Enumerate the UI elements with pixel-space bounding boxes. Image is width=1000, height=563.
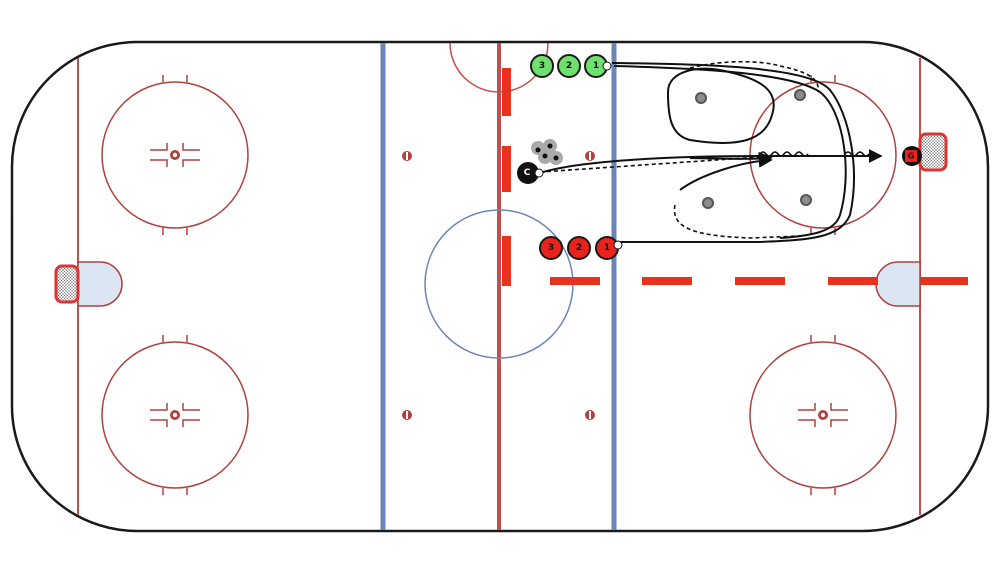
- goal-crease-right: [875, 261, 921, 307]
- coach-circle-icon: C: [517, 162, 544, 184]
- player-green-3: 3: [530, 54, 554, 78]
- goalie-label: G: [908, 152, 915, 161]
- pylon-icon: [695, 89, 812, 209]
- faceoff-circle-bottom-right: [749, 335, 897, 495]
- puck-carry-paths: [539, 60, 819, 239]
- team-green-players: 3 2 1: [530, 54, 612, 78]
- barrier-bars-center: [502, 68, 511, 286]
- player-red-3: 3: [539, 236, 563, 260]
- svg-text:2: 2: [566, 61, 572, 71]
- player-red-1: 1: [595, 236, 623, 260]
- player-green-2: 2: [557, 54, 581, 78]
- faceoff-circle-top-left: [101, 75, 249, 235]
- goalie-circle-icon: G: [902, 146, 922, 166]
- faceoff-circle-bottom-left: [101, 335, 249, 495]
- puck-pile-icon: [531, 139, 563, 165]
- svg-text:2: 2: [576, 243, 582, 253]
- coach-label: C: [524, 168, 531, 178]
- goal-crease-left: [77, 261, 123, 307]
- goal-net-left: [54, 264, 80, 304]
- player-red-2: 2: [567, 236, 591, 260]
- svg-text:3: 3: [539, 61, 545, 71]
- barrier-bars-horizontal: [550, 277, 968, 285]
- player-green-1: 1: [584, 54, 612, 78]
- team-red-players: 3 2 1: [539, 236, 623, 260]
- svg-text:3: 3: [548, 243, 554, 253]
- svg-text:1: 1: [593, 61, 599, 71]
- goal-net-right: [918, 132, 948, 172]
- neutral-zone-dot-centers: [406, 152, 591, 419]
- skating-paths: [539, 62, 883, 243]
- stickhandle-paths: [759, 151, 870, 157]
- svg-text:1: 1: [604, 243, 610, 253]
